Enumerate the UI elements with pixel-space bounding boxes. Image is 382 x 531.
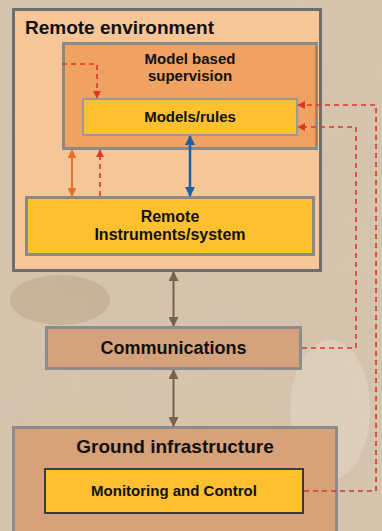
- connector-arrow: [71, 150, 73, 196]
- connector-arrow: [62, 64, 97, 98]
- node-label: Remote environment: [25, 17, 214, 39]
- connector-arrow: [189, 136, 192, 196]
- process-box: Models/rules: [82, 98, 298, 136]
- region-box: Remote environmentModel based supervisio…: [12, 8, 322, 272]
- node-label: Remote Instruments/system: [80, 208, 260, 245]
- process-box: Communications: [45, 326, 302, 370]
- process-box: Remote Instruments/system: [25, 196, 315, 256]
- connector-arrow: [298, 105, 376, 491]
- node-label: Communications: [100, 338, 246, 359]
- connector-arrow: [298, 127, 356, 348]
- connector-arrow: [173, 272, 175, 326]
- process-box: Monitoring and Control: [44, 468, 304, 514]
- node-label: Ground infrastructure: [76, 436, 273, 458]
- supervision-box: Model based supervisionModels/rules: [62, 42, 318, 150]
- node-label: Monitoring and Control: [91, 482, 257, 499]
- connector-arrow: [173, 370, 175, 426]
- connector-arrow: [99, 150, 101, 196]
- region-box: Ground infrastructureMonitoring and Cont…: [12, 426, 338, 531]
- node-label: Models/rules: [144, 108, 236, 125]
- node-label: Model based supervision: [110, 50, 270, 85]
